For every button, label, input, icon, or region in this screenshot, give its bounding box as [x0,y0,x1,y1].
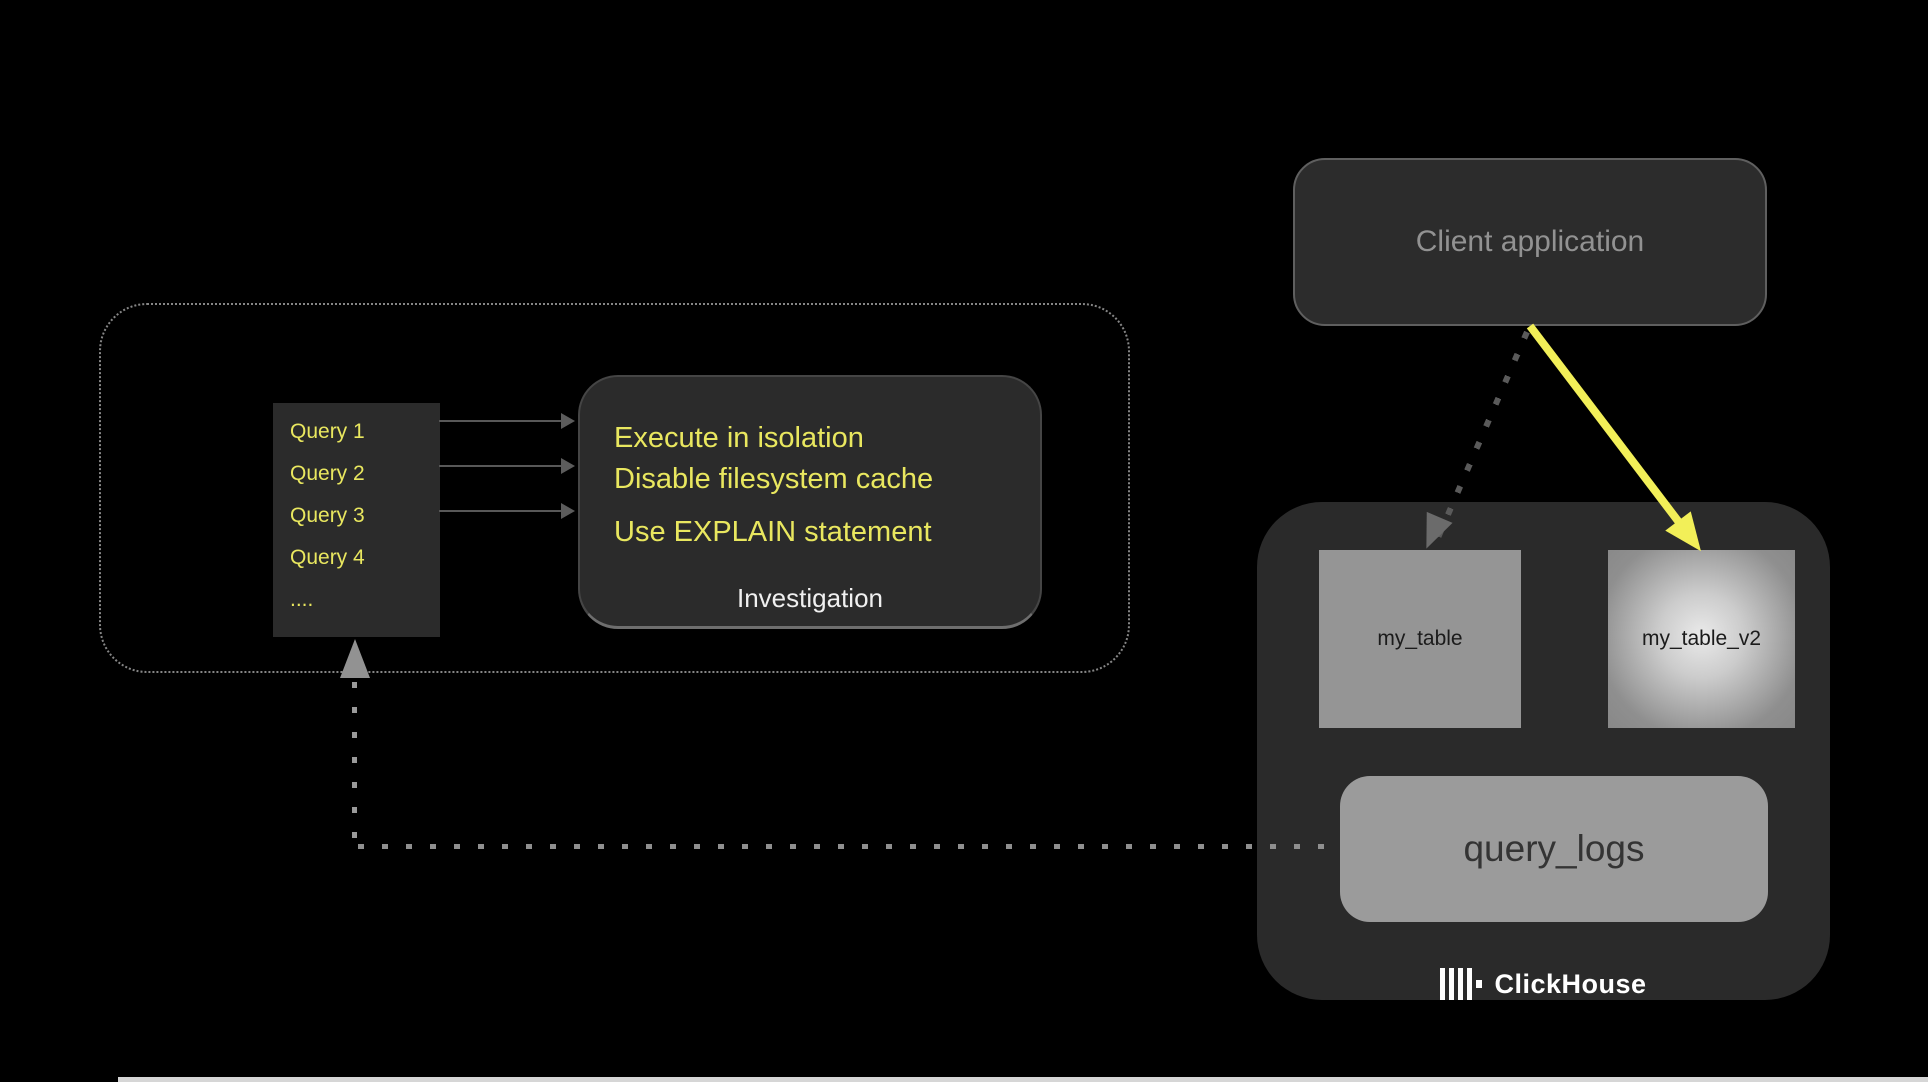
my-table-node: my_table [1319,550,1521,728]
my-table-v2-label: my_table_v2 [1641,627,1762,650]
investigation-step: Execute in isolation [614,422,864,454]
query-logs-node: query_logs [1340,776,1768,922]
investigation-step: Disable filesystem cache [614,463,934,495]
client-application-node: Client application [1293,158,1767,326]
query-logs-label: query_logs [1463,828,1645,869]
clickhouse-wordmark: ClickHouse [1494,968,1647,999]
client-application-label: Client application [1415,225,1645,258]
query-list-item: Query 1 [290,420,365,443]
query1-arrowhead-icon [561,413,575,429]
query-list-ellipsis: .... [290,588,314,611]
clickhouse-bars-icon [1440,968,1483,1000]
investigation-node: Execute in isolation Disable filesystem … [578,375,1042,629]
client-to-mytablev2-yellow-arrow-shaft [1526,323,1686,530]
query2-arrow-line [439,465,561,467]
query-list-node: Query 1 Query 2 Query 3 Query 4 .... [273,403,440,637]
query2-arrowhead-icon [561,458,575,474]
query3-arrowhead-icon [561,503,575,519]
bottom-scroll-strip [118,1077,1928,1082]
query1-arrow-line [439,420,561,422]
investigation-title: Investigation [737,583,883,613]
query-list-item: Query 3 [290,504,365,527]
query3-arrow-line [439,510,561,512]
querylogs-to-queries-dashed-vertical [352,682,357,846]
querylogs-to-queries-arrowhead-icon [340,639,370,678]
my-table-v2-node: my_table_v2 [1608,550,1795,728]
my-table-label: my_table [1377,627,1463,650]
querylogs-to-queries-dashed-horizontal [358,844,1342,849]
clickhouse-logo: ClickHouse [1257,962,1830,1006]
investigation-region-outline [99,303,1130,673]
query-list-item: Query 2 [290,462,365,485]
investigation-step: Use EXPLAIN statement [614,516,932,548]
query-list-item: Query 4 [290,546,365,569]
